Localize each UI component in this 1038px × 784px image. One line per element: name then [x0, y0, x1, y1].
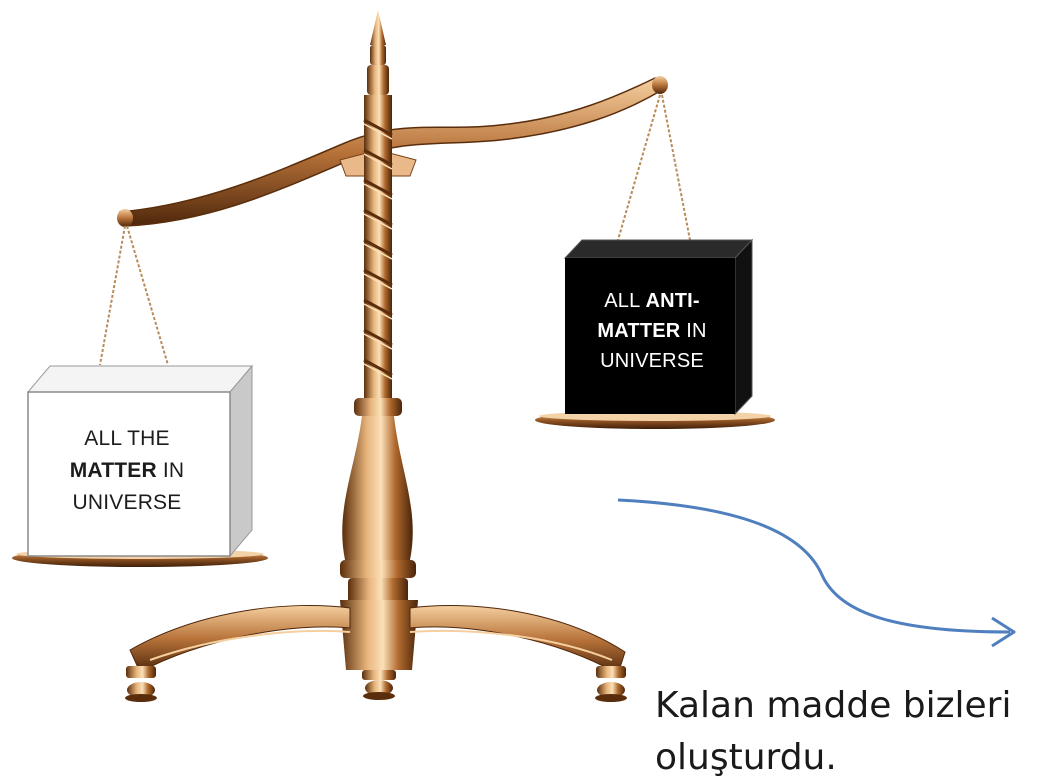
scale-base: [125, 604, 627, 702]
caption-line-2: oluşturdu.: [655, 737, 837, 778]
curved-arrow: [617, 498, 1016, 648]
matter-in: IN: [156, 459, 185, 482]
caption: Kalan madde bizleri oluşturdu.: [655, 680, 1038, 784]
antimatter-all: ALL: [604, 290, 646, 312]
scale-beam: [117, 76, 668, 227]
matter-word: MATTER: [69, 459, 157, 482]
antimatter-box: [563, 238, 754, 416]
matter-line-2: MATTER IN: [34, 455, 220, 487]
antimatter-line-2: MATTER IN: [570, 316, 734, 346]
matter-line-1: ALL THE: [84, 427, 170, 450]
anti-word: ANTI-: [645, 290, 700, 312]
caption-line-1: Kalan madde bizleri: [655, 685, 1012, 726]
left-chains: [99, 225, 169, 366]
matter-box-label: ALL THE MATTER IN UNIVERSE: [34, 423, 220, 519]
right-chains: [617, 94, 691, 241]
antimatter-line-1: ALL ANTI-: [570, 286, 734, 316]
antimatter-line-3: UNIVERSE: [600, 350, 704, 372]
matter-line-3: UNIVERSE: [72, 491, 182, 514]
antimatter-matter-word: MATTER: [597, 320, 681, 342]
scale-pillar: [339, 10, 418, 670]
matter-box: [26, 364, 254, 558]
antimatter-box-label: ALL ANTI- MATTER IN UNIVERSE: [570, 286, 734, 376]
antimatter-in: IN: [680, 320, 707, 342]
